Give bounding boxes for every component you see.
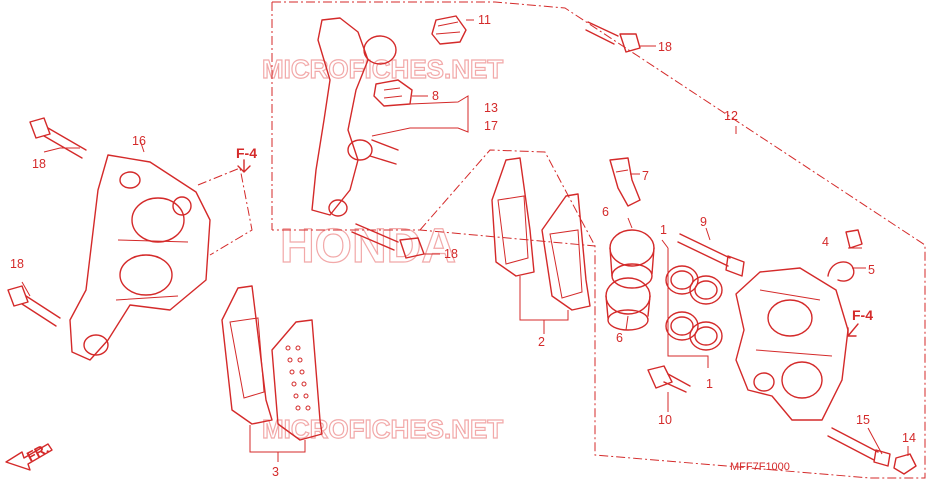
- callout-8: 8: [432, 89, 439, 103]
- caliper-bracket-16: [69, 154, 211, 361]
- callout-14: 14: [902, 431, 916, 445]
- bolt-18-top-right: [585, 21, 641, 53]
- callout-6-top: 6: [602, 205, 609, 219]
- callout-10: 10: [658, 413, 672, 427]
- cap-5: [827, 261, 855, 282]
- callout-18-top-right: 18: [658, 40, 672, 54]
- callout-5: 5: [868, 263, 875, 277]
- bolt-18-top-left: [29, 117, 87, 159]
- diagram-code: MFF7F1000: [730, 461, 790, 473]
- callout-18-center: 18: [444, 247, 458, 261]
- callout-2: 2: [538, 335, 545, 349]
- watermark-site-top: MICROFICHES.NET: [262, 54, 503, 84]
- callout-12: 12: [724, 109, 738, 123]
- brake-pads-2: [491, 157, 591, 334]
- pin-15: [827, 427, 891, 467]
- front-direction-arrow: [5, 443, 53, 471]
- assembly-boundary: [271, 1, 926, 479]
- callout-17: 17: [484, 119, 498, 133]
- callout-1-top: 1: [660, 223, 667, 237]
- boot-11: [431, 15, 467, 45]
- pad-pin-9: [677, 233, 745, 277]
- front-direction-label: FR.: [24, 440, 51, 465]
- callout-18-top-left: 18: [32, 157, 46, 171]
- pin-bracket: [311, 17, 399, 217]
- frame-ref-right: [847, 323, 859, 337]
- frame-ref-left: [237, 159, 251, 173]
- seals-1: [665, 248, 723, 368]
- bolt-10: [647, 365, 691, 393]
- pistons-6: [605, 229, 655, 331]
- leader-lines: [21, 19, 909, 456]
- callout-1-bottom: 1: [706, 377, 713, 391]
- brake-pads-3: [221, 285, 323, 462]
- callout-11: 11: [478, 13, 491, 27]
- callout-13: 13: [484, 101, 498, 115]
- watermark-brand: HONDA: [280, 220, 456, 273]
- bracket-ref-lines: [197, 167, 253, 256]
- pad-spring-7: [609, 157, 641, 207]
- frame-ref-right-label: F-4: [852, 307, 873, 323]
- callout-15: 15: [856, 413, 870, 427]
- callout-4: 4: [822, 235, 829, 249]
- callout-9: 9: [700, 215, 707, 229]
- frame-ref-left-label: F-4: [236, 145, 257, 161]
- boot-14: [893, 453, 917, 475]
- callout-16: 16: [132, 134, 146, 148]
- bolt-18-bottom-left: [7, 285, 61, 327]
- callout-3: 3: [272, 465, 279, 479]
- bleeder-4: [845, 229, 863, 249]
- callout-18-left: 18: [10, 257, 24, 271]
- assembly-boundary-inner: [419, 149, 596, 247]
- callout-6-bottom: 6: [616, 331, 623, 345]
- caliper-body: [735, 267, 849, 421]
- callout-7: 7: [642, 169, 649, 183]
